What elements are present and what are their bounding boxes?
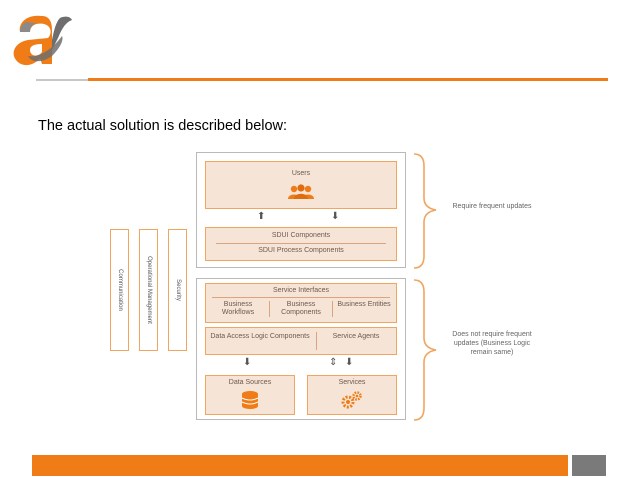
up-down-arrow-icon: ⇕ [329, 357, 338, 368]
down-arrow-icon: ⬇ [345, 357, 354, 368]
business-entities-label: Business Entities [337, 301, 391, 308]
users-panel: Users [205, 161, 397, 209]
logo [8, 10, 74, 68]
brace-top-label: Require frequent updates [452, 203, 532, 210]
services-label: Services [338, 379, 366, 386]
users-icon [288, 184, 314, 199]
down-arrow-icon: ⬇ [243, 357, 252, 368]
sdui-components-label: SDUI Components [271, 232, 331, 239]
service-interfaces-panel: Service Interfaces Business Workflows Bu… [205, 283, 397, 323]
business-divider-2 [332, 301, 333, 317]
data-sources-label: Data Sources [228, 379, 272, 386]
business-divider-1 [269, 301, 270, 317]
side-bar-security: Security [168, 229, 187, 351]
business-workflows-label: Business Workflows [221, 301, 255, 316]
data-sources-panel: Data Sources [205, 375, 295, 415]
sdui-process-components-label: SDUI Process Components [258, 247, 344, 254]
brace-top [413, 153, 437, 269]
users-label: Users [291, 170, 311, 177]
header-rule-orange [88, 78, 608, 81]
braces [413, 153, 437, 421]
presentation-layer: Users ⬆ ⬇ SDUI Components SDUI Process C… [196, 152, 406, 268]
brace-bottom [413, 279, 437, 421]
down-arrow-icon: ⬇ [331, 211, 340, 222]
intro-text: The actual solution is described below: [38, 118, 288, 134]
gears-icon [341, 391, 362, 409]
sdui-panel: SDUI Components SDUI Process Components [205, 227, 397, 261]
side-bar-operational-management: Operational Management [139, 229, 158, 351]
side-bar-communication: Communication [110, 229, 129, 351]
business-data-layer: Service Interfaces Business Workflows Bu… [196, 278, 406, 420]
logo-icon [13, 15, 72, 66]
up-arrow-icon: ⬆ [257, 211, 266, 222]
services-panel: Services [307, 375, 397, 415]
service-interfaces-divider [212, 297, 390, 298]
database-icon [241, 391, 259, 409]
sdui-divider [216, 243, 386, 244]
service-interfaces-label: Service Interfaces [272, 287, 330, 294]
footer-bar-gray [572, 455, 606, 476]
data-access-logic-label: Data Access Logic Components [210, 333, 310, 340]
brace-bottom-label: Does not require frequent updates (Busin… [452, 331, 532, 356]
business-components-label: Business Components [281, 301, 321, 316]
service-agents-label: Service Agents [332, 333, 380, 340]
architecture-diagram: Communication Operational Management Sec… [110, 148, 560, 428]
data-access-divider [316, 332, 317, 350]
data-access-panel: Data Access Logic Components Service Age… [205, 327, 397, 355]
footer-bar-orange [32, 455, 568, 476]
